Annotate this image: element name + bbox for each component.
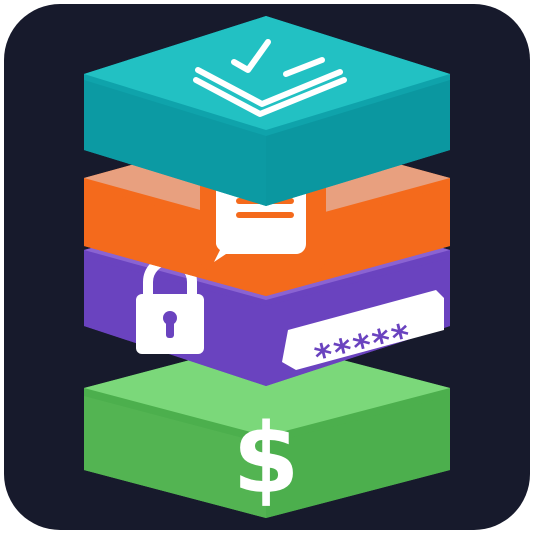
money-layer: $ — [84, 340, 450, 518]
lock-icon — [136, 255, 204, 354]
checklist-layer — [84, 16, 450, 206]
checklist-icon — [193, 39, 347, 117]
dollar-icon: $ — [233, 403, 300, 515]
